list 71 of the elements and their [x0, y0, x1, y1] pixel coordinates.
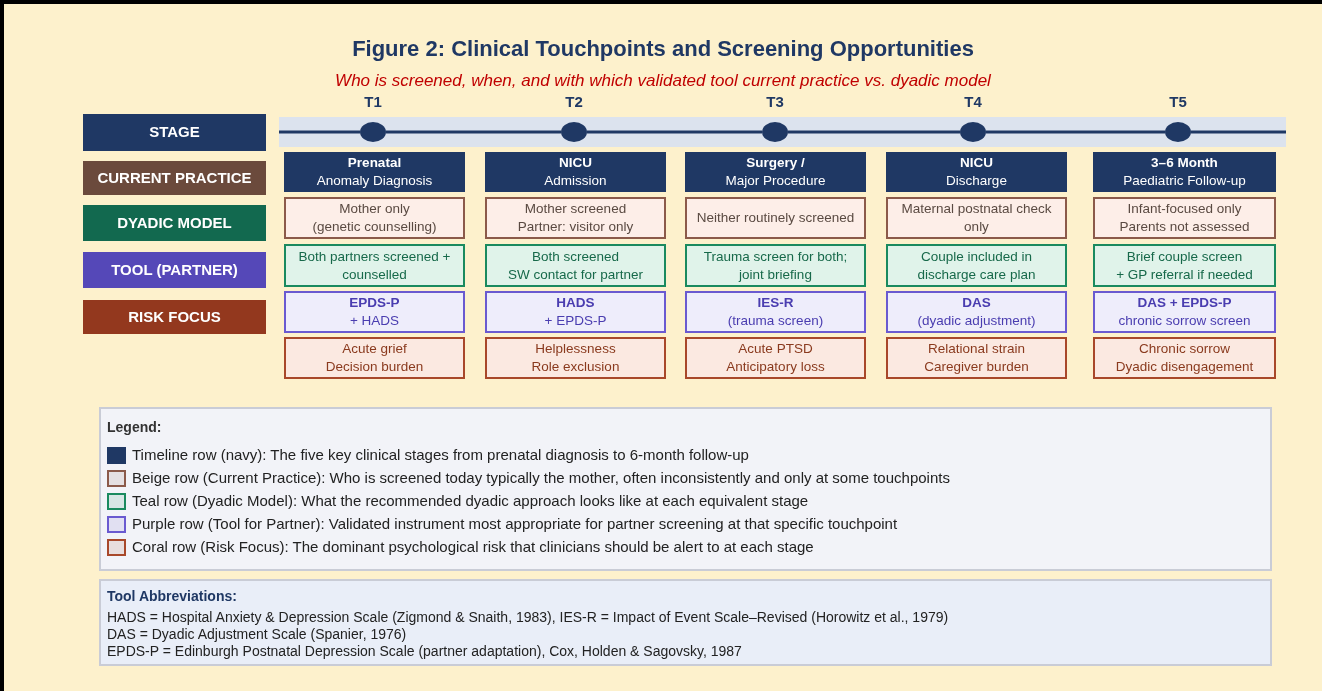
- cell-heading: 3–6 Month: [1151, 154, 1218, 172]
- cell-text: Caregiver burden: [924, 358, 1029, 376]
- cell-text: Brief couple screen: [1126, 247, 1243, 266]
- cell-text: Both partners screened + counselled: [297, 247, 452, 284]
- stage-label: T1: [363, 94, 383, 109]
- cell-text: chronic sorrow screen: [1118, 312, 1251, 330]
- cell-heading: NICU: [559, 154, 592, 172]
- cell-heading: IES-R: [757, 294, 794, 312]
- cell-text: Paediatric Follow-up: [1123, 172, 1246, 190]
- cell-text: Couple included in discharge care plan: [916, 247, 1037, 284]
- cell-text: + EPDS-P: [544, 312, 607, 330]
- cell-heading: Surgery /: [746, 154, 805, 172]
- cell-heading: DAS + EPDS-P: [1137, 294, 1232, 312]
- abbreviation-text: DAS = Dyadic Adjustment Scale (Spanier, 1976): [107, 626, 408, 643]
- cell-text: Both screened: [531, 247, 620, 266]
- cell-text: + HADS: [349, 312, 400, 330]
- cell-text: Role exclusion: [531, 358, 620, 376]
- stage-label: T4: [963, 94, 983, 109]
- stage-label: T2: [564, 94, 584, 109]
- abbreviation-text: EPDS-P = Edinburgh Postnatal Depression Scale (partner adaptation), Cox, Holden & Sagovsky, 1987: [107, 643, 743, 660]
- cell-text: (genetic counselling): [312, 218, 437, 236]
- cell-text: Maternal postnatal check only: [900, 200, 1053, 236]
- cell-text: Neither routinely screened: [696, 209, 855, 227]
- cell-text: Parents not assessed: [1119, 218, 1250, 236]
- stage-label: T3: [765, 94, 785, 109]
- cell-text: (trauma screen): [727, 312, 824, 330]
- cell-text: Infant-focused only: [1127, 200, 1242, 218]
- cell-text: Dyadic disengagement: [1115, 358, 1254, 376]
- cell-text: (dyadic adjustment): [917, 312, 1036, 330]
- cell-text: Mother only: [339, 200, 410, 218]
- cell-text: Trauma screen for both; joint briefing: [702, 247, 849, 284]
- cell-text: + GP referral if needed: [1116, 265, 1253, 284]
- row-label: DYADIC MODEL: [83, 205, 266, 241]
- cell-text: Chronic sorrow: [1139, 340, 1230, 358]
- abbreviation-text: HADS = Hospital Anxiety & Depression Scale (Zigmond & Snaith, 1983), IES-R = Impact of Event Scale–Revised (Horowitz et al., 1979): [107, 609, 950, 626]
- legend-title: Legend:: [107, 418, 163, 437]
- subtitle: Who is screened, when, and with which validated tool current practice vs. dyadic model: [334, 70, 992, 92]
- row-label: TOOL (PARTNER): [83, 252, 266, 288]
- legend-text: Teal row (Dyadic Model): What the recommended dyadic approach looks like at each equivalent stage: [132, 491, 809, 512]
- legend-text: Purple row (Tool for Partner): Validated instrument most appropriate for partner screening at that specific touchpoint: [132, 514, 898, 535]
- cell-text: Admission: [544, 172, 607, 190]
- cell-text: Anticipatory loss: [726, 358, 825, 376]
- row-label: STAGE: [83, 114, 266, 151]
- cell-heading: EPDS-P: [349, 294, 400, 312]
- timeline-line: [986, 130, 1165, 134]
- cell-heading: HADS: [556, 294, 595, 312]
- cell-text: Helplessness: [535, 340, 616, 358]
- timeline-line: [386, 130, 561, 134]
- cell-text: SW contact for partner: [507, 265, 644, 284]
- cell-heading: NICU: [960, 154, 993, 172]
- cell-text: Decision burden: [325, 358, 424, 376]
- cell-heading: DAS: [962, 294, 991, 312]
- abbreviations-title: Tool Abbreviations:: [107, 587, 238, 606]
- cell-text: Partner: visitor only: [517, 218, 634, 236]
- cell-text: Acute grief: [342, 340, 407, 358]
- timeline-line: [587, 130, 762, 134]
- cell-text: Anomaly Diagnosis: [316, 172, 433, 190]
- timeline-line: [788, 130, 960, 134]
- legend-text: Beige row (Current Practice): Who is screened today typically the mother, often inconsistently and only at some touchpoints: [132, 468, 950, 489]
- cell-text: Discharge: [946, 172, 1007, 190]
- cell-heading: Prenatal: [347, 154, 402, 172]
- cell-text: Relational strain: [928, 340, 1025, 358]
- legend-text: Timeline row (navy): The five key clinical stages from prenatal diagnosis to 6-month follow-up: [132, 445, 749, 466]
- cell-text: Major Procedure: [725, 172, 826, 190]
- cell-text: Mother screened: [524, 200, 627, 218]
- row-label: RISK FOCUS: [83, 300, 266, 334]
- cell-text: Acute PTSD: [738, 340, 813, 358]
- title: Figure 2: Clinical Touchpoints and Screening Opportunities: [351, 35, 975, 63]
- legend-text: Coral row (Risk Focus): The dominant psychological risk that clinicians should be alert to at each stage: [132, 537, 814, 558]
- row-label: CURRENT PRACTICE: [83, 161, 266, 195]
- stage-label: T5: [1168, 94, 1188, 109]
